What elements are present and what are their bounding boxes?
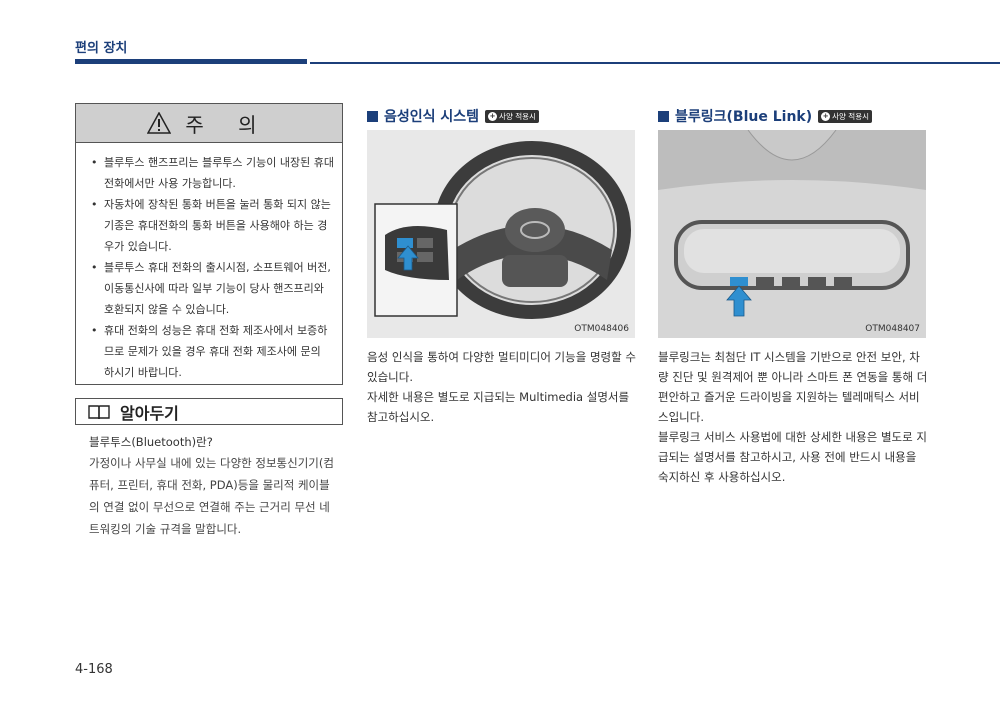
option-badge-label: 사양 적용시	[499, 111, 536, 121]
voice-paragraph: 자세한 내용은 별도로 지급되는 Multimedia 설명서를 참고하십시오.	[367, 390, 630, 424]
header-rule-thick	[75, 59, 307, 64]
caution-item: 블루투스 핸즈프리는 블루투스 기능이 내장된 휴대 전화에서만 사용 가능합니…	[91, 152, 334, 194]
option-plus-icon: +	[821, 111, 831, 121]
section-square-icon	[658, 110, 669, 122]
steering-wheel-illustration	[367, 130, 635, 338]
option-badge: + 사양 적용시	[818, 109, 873, 123]
caution-item: 휴대 전화의 성능은 휴대 전화 제조사에서 보증하므로 문제가 있을 경우 휴…	[91, 320, 334, 383]
rearview-mirror-illustration	[658, 130, 926, 338]
steering-wheel-figure: OTM048406	[367, 130, 635, 338]
option-plus-icon: +	[488, 111, 498, 121]
caution-item: 자동차에 장착된 통화 버튼을 눌러 통화 되지 않는 기종은 휴대전화의 통화…	[91, 194, 334, 257]
option-badge-label: 사양 적용시	[832, 111, 870, 121]
rearview-mirror-figure: OTM048407	[658, 130, 926, 338]
voice-body: 음성 인식을 통하여 다양한 멀티미디어 기능을 명령할 수 있습니다. 자세한…	[367, 347, 639, 427]
bluelink-title-row: 블루링크(Blue Link) + 사양 적용시	[658, 106, 873, 126]
warning-triangle-icon	[147, 112, 172, 134]
caution-header: 주 의	[76, 104, 342, 143]
bluelink-body: 블루링크는 최첨단 IT 시스템을 기반으로 안전 보안, 차량 진단 및 원격…	[658, 347, 930, 487]
caution-box: 주 의 블루투스 핸즈프리는 블루투스 기능이 내장된 휴대 전화에서만 사용 …	[75, 103, 343, 385]
note-title: 알아두기	[120, 403, 179, 423]
bluelink-title: 블루링크(Blue Link)	[675, 109, 813, 125]
bluelink-paragraph: 블루링크는 최첨단 IT 시스템을 기반으로 안전 보안, 차량 진단 및 원격…	[658, 350, 928, 424]
voice-title-row: 음성인식 시스템 + 사양 적용시	[367, 106, 539, 126]
note-subtitle: 블루투스(Bluetooth)란?	[89, 435, 213, 449]
figure-code: OTM048406	[574, 324, 629, 334]
page-number: 4-168	[75, 662, 113, 677]
caution-item: 블루투스 휴대 전화의 출시시점, 소프트웨어 버전, 이동통신사에 따라 일부…	[91, 257, 334, 320]
caution-list: 블루투스 핸즈프리는 블루투스 기능이 내장된 휴대 전화에서만 사용 가능합니…	[76, 152, 342, 383]
section-square-icon	[367, 110, 378, 122]
section-title: 편의 장치	[75, 41, 128, 56]
caution-title: 주 의	[185, 112, 271, 137]
note-header: 알아두기	[75, 398, 343, 425]
note-body: 가정이나 사무실 내에 있는 다양한 정보통신기기(컴퓨터, 프린터, 휴대 전…	[89, 456, 334, 536]
header-rule-thin	[310, 62, 1000, 64]
voice-paragraph: 음성 인식을 통하여 다양한 멀티미디어 기능을 명령할 수 있습니다.	[367, 350, 636, 384]
voice-title: 음성인식 시스템	[384, 109, 480, 125]
bluelink-paragraph: 블루링크 서비스 사용법에 대한 상세한 내용은 별도로 지급되는 설명서를 참…	[658, 430, 927, 484]
figure-code: OTM048407	[865, 324, 920, 334]
book-icon	[88, 404, 110, 419]
option-badge: + 사양 적용시	[485, 109, 539, 123]
